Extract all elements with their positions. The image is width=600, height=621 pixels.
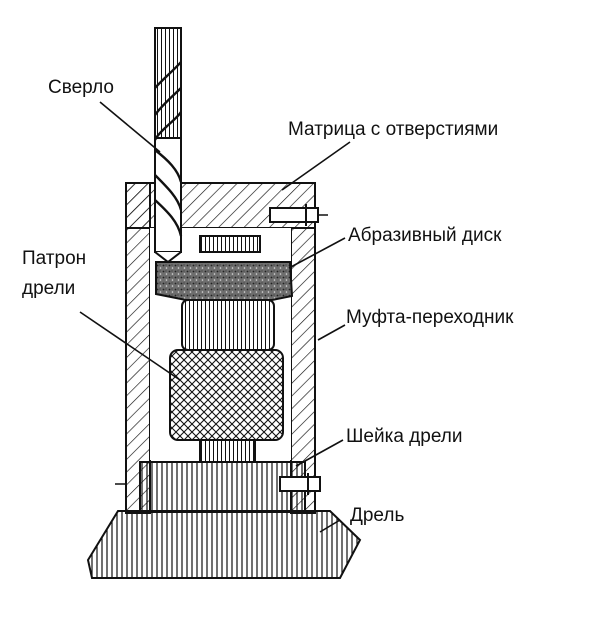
drill-body — [86, 461, 362, 579]
top-screw — [269, 204, 328, 226]
label-chuck-line2: дрели — [22, 278, 75, 299]
abrasive-disc — [155, 261, 294, 301]
drill-chuck — [169, 235, 284, 463]
label-matrix: Матрица с отверстиями — [288, 119, 498, 140]
label-coupling: Муфта-переходник — [346, 307, 514, 328]
label-drill: Дрель — [350, 505, 404, 526]
drill-bit — [153, 27, 183, 264]
bottom-screw — [115, 473, 321, 495]
label-chuck-line1: Патрон — [22, 248, 86, 269]
label-drill-neck: Шейка дрели — [346, 426, 462, 447]
label-drill-bit: Сверло — [48, 77, 114, 98]
label-abrasive-disc: Абразивный диск — [348, 225, 502, 246]
leader-lines — [79, 101, 351, 533]
